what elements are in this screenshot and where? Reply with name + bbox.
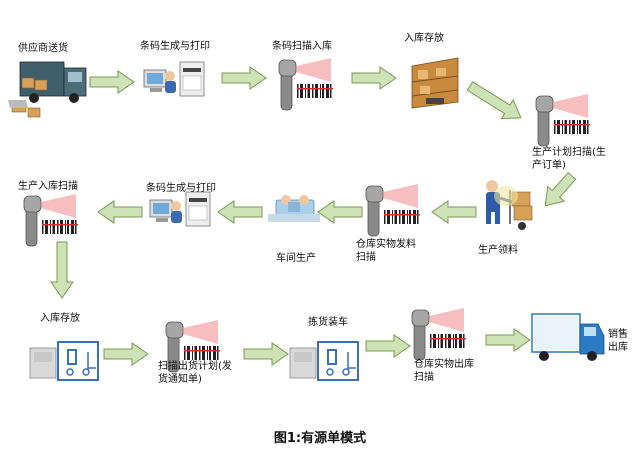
step-label-plan-scan: 生产计划扫描(生产订单) (532, 147, 606, 171)
warehouse-shelf-icon (411, 57, 459, 109)
step-label-issue-scan: 仓库实物发料扫描 (356, 239, 416, 263)
step-label-store-1: 入库存放 (404, 33, 444, 44)
delivery-truck-icon (531, 313, 605, 361)
arrow-12 (243, 342, 289, 366)
arrow-4 (466, 81, 522, 120)
arrow-7 (317, 200, 363, 224)
step-label-store-2: 入库存放 (40, 313, 80, 324)
worker-handtruck-icon (486, 180, 533, 230)
arrow-13 (365, 334, 411, 358)
step-label-picking-loading: 拣货装车 (308, 317, 348, 328)
scanner-icon (23, 193, 79, 247)
step-label-shipment-scan: 扫描出货计划(发货通知单) (158, 361, 232, 385)
scanner-icon (411, 307, 467, 361)
step-label-supplier: 供应商送货 (18, 43, 68, 54)
arrow-8 (217, 200, 263, 224)
figure-caption: 图1:有源单模式 (273, 431, 367, 446)
arrow-9 (97, 200, 143, 224)
arrow-3 (351, 66, 397, 90)
arrow-14 (485, 328, 531, 352)
pallet-forklift-icon (29, 341, 99, 381)
step-label-barcode-print-2: 条码生成与打印 (146, 183, 216, 194)
scanner-icon (278, 57, 334, 111)
barcode-printer-icon (143, 61, 205, 97)
step-label-sales-out: 销售出库 (608, 329, 628, 353)
arrow-1 (89, 70, 135, 94)
arrow-11 (103, 342, 149, 366)
arrow-10 (50, 241, 74, 299)
supplier-truck-icon (8, 61, 87, 118)
step-label-workshop: 车间生产 (276, 253, 316, 264)
barcode-printer-icon (149, 191, 211, 227)
workshop-icon (268, 195, 320, 222)
arrow-2 (221, 66, 267, 90)
scanner-icon (365, 183, 421, 237)
step-label-production-picking: 生产领料 (478, 245, 518, 256)
step-label-barcode-print-1: 条码生成与打印 (140, 41, 210, 52)
arrow-5 (544, 171, 577, 207)
pallet-forklift-icon (289, 341, 359, 381)
step-label-production-in-scan: 生产入库扫描 (18, 181, 78, 192)
scanner-icon (535, 93, 591, 147)
step-label-out-scan: 仓库实物出库扫描 (414, 359, 474, 383)
arrow-6 (431, 200, 477, 224)
step-label-scan-in: 条码扫描入库 (272, 41, 332, 52)
